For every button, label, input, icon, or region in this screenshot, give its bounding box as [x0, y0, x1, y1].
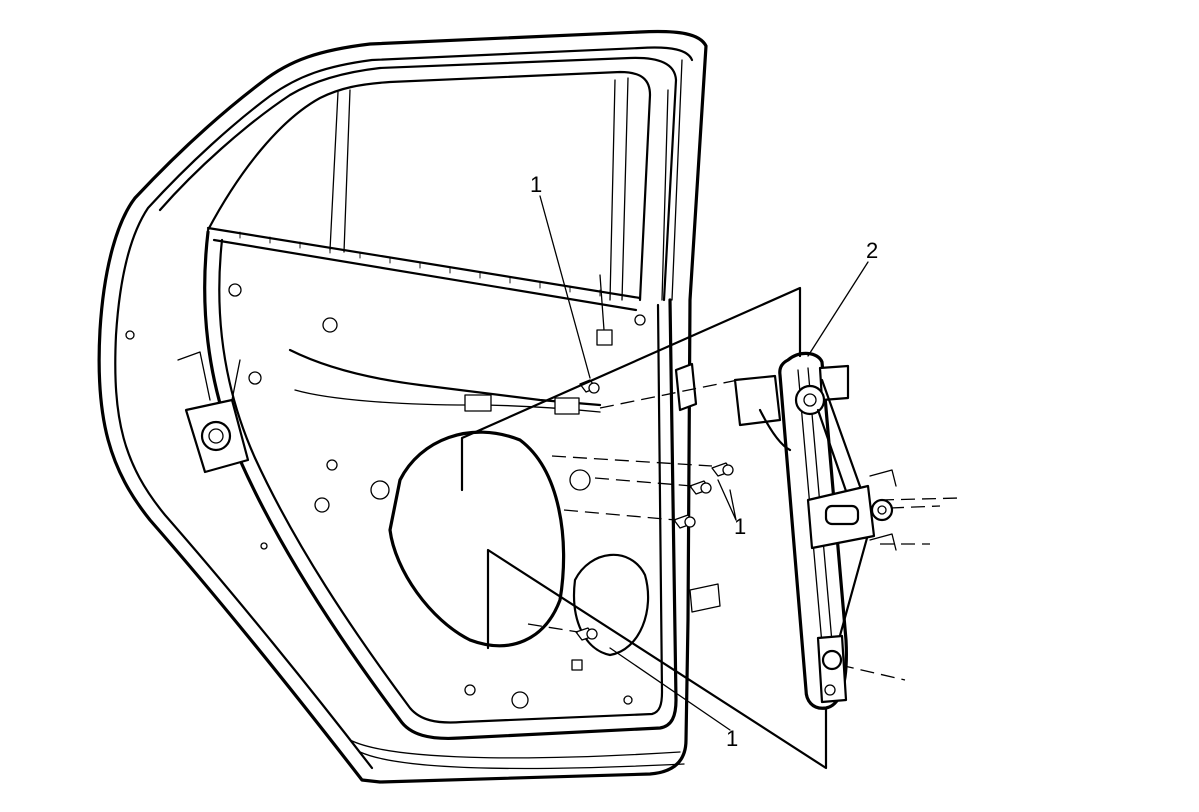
window-frame-inner: [206, 70, 652, 302]
door-rear-edge: [661, 59, 683, 301]
belt-line-teeth: [239, 231, 601, 297]
bolt-right-1: [711, 462, 734, 477]
callout-1-right: 1: [734, 514, 746, 539]
leader-callout-2: [807, 261, 869, 357]
door-shell: [97, 29, 721, 784]
door-outer-contour: [114, 46, 694, 770]
bolt-dash-2: [594, 477, 693, 487]
panel-holes: [125, 283, 646, 709]
belt-line: [206, 226, 642, 312]
regulator-lifter-plate: [806, 469, 897, 551]
regulator-bolts: [527, 379, 961, 681]
bolt-dash-4: [527, 623, 579, 633]
bracket-lower: [486, 548, 828, 770]
bolt-bottom: [575, 627, 598, 641]
bolt-right-2: [689, 480, 712, 495]
bracket-upper: [460, 286, 802, 492]
leader-callout-1-top: [539, 195, 591, 379]
leader-lines: [460, 195, 869, 770]
door-bracket: [674, 362, 698, 412]
leader-callout-1-right: [717, 479, 737, 521]
inner-panel-boundary: [203, 230, 678, 741]
wiring-harness: [288, 348, 602, 407]
door-bottom-seal: [349, 739, 685, 770]
window-frame-outer: [158, 56, 678, 302]
access-hole: [388, 430, 566, 648]
door-bracket-2: [689, 583, 721, 613]
callout-1-bottom: 1: [726, 726, 738, 751]
window-regulator: [733, 351, 897, 710]
bolt-dash-1: [551, 455, 713, 467]
regulator-dash-top: [599, 379, 739, 409]
bolt-dash-3: [563, 509, 677, 521]
harness-connector-1: [464, 394, 492, 412]
inner-panel-boundary-2: [218, 238, 664, 724]
door-outer-outline: [97, 29, 708, 784]
callouts: 1 2 1 1: [530, 172, 878, 751]
regulator-bottom-bracket: [816, 634, 848, 704]
regulator-dash-mid-1: [879, 497, 961, 501]
regulator-dash-center: [889, 505, 941, 509]
speaker-opening: [572, 553, 650, 657]
leader-callout-1-bottom: [609, 647, 731, 731]
lock-rod: [596, 274, 613, 346]
harness-connector-2: [554, 397, 580, 415]
callout-1-top: 1: [530, 172, 542, 197]
hinge: [177, 351, 250, 474]
regulator-dash-bottom: [839, 664, 906, 681]
window-glass-channel: [329, 77, 629, 301]
bolt-right-3: [673, 514, 696, 529]
callout-2: 2: [866, 238, 878, 263]
regulator-top-bracket: [733, 364, 850, 452]
